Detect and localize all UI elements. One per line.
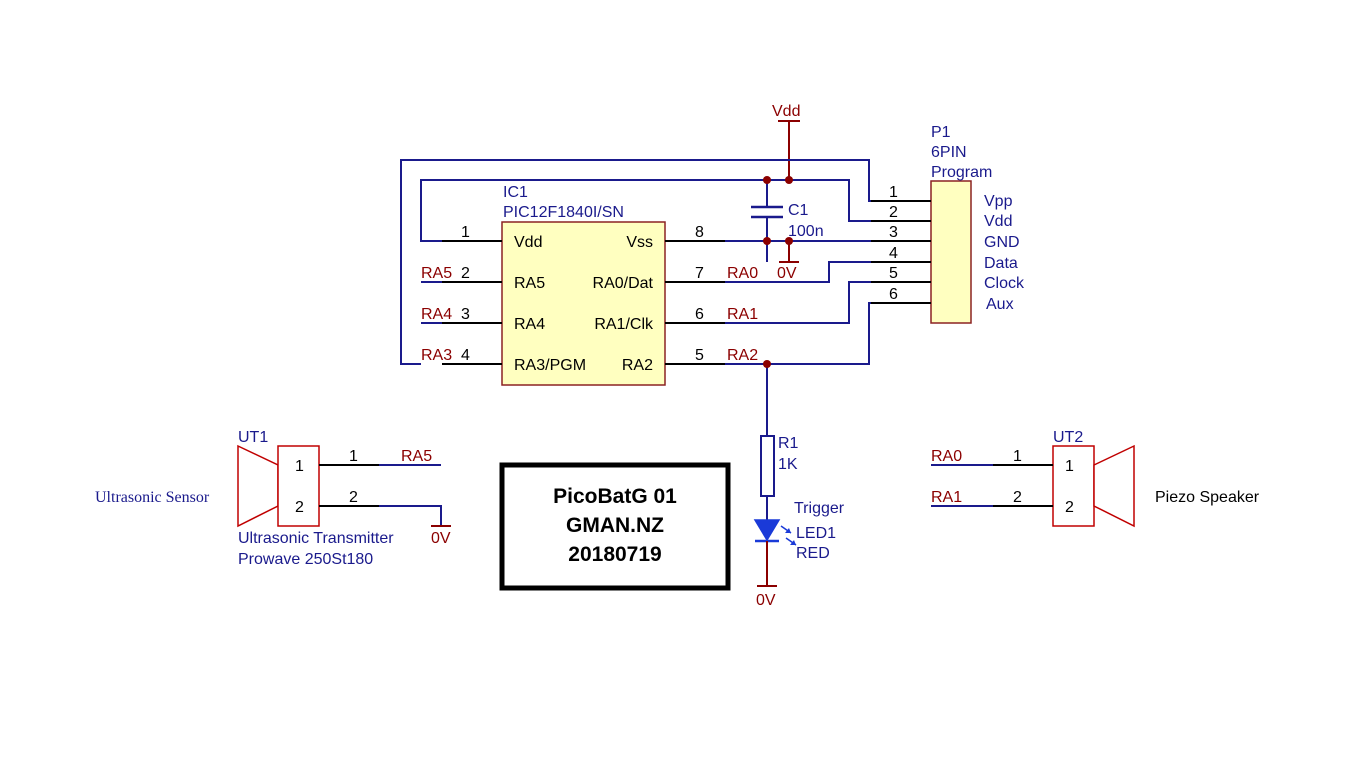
- ut1-desc2: Prowave 250St180: [238, 551, 373, 568]
- ut2-net-label: RA0: [931, 448, 962, 465]
- ut1-horn: [237, 444, 279, 528]
- ut2-side-label: Piezo Speaker: [1155, 489, 1260, 506]
- ut1-ref: UT1: [238, 429, 268, 446]
- ut1-body: [277, 445, 320, 527]
- ic1-pin-name: Vss: [626, 234, 653, 251]
- ut2-ref: UT2: [1053, 429, 1083, 446]
- ic1-pin-name: RA5: [514, 275, 545, 292]
- ic1-pin-num: 2: [461, 265, 470, 282]
- ut1-side-label: Ultrasonic Sensor: [95, 489, 210, 506]
- led1-ref: LED1: [796, 525, 836, 542]
- ut1-gnd-label: 0V: [431, 530, 451, 547]
- led-triangle: [753, 519, 781, 542]
- wires: [400, 159, 931, 436]
- junction-dot: [763, 176, 771, 184]
- ut2-inner-pin: 2: [1065, 499, 1074, 516]
- ut2-net-label: RA1: [931, 489, 962, 506]
- ut1-outer-pin: 1: [349, 448, 358, 465]
- r1-ref: R1: [778, 435, 799, 452]
- ic1-pin-name: RA0/Dat: [593, 275, 654, 292]
- net-label-ra0: RA0: [727, 265, 758, 282]
- ut1-inner-pin: 1: [295, 458, 304, 475]
- net-label-ra1: RA1: [727, 306, 758, 323]
- ic1-pin-name: RA1/Clk: [594, 316, 654, 333]
- r1-resistor: R1 1K: [760, 435, 799, 520]
- p1-pin-name: Vpp: [984, 193, 1013, 210]
- led1-gnd-label: 0V: [756, 592, 776, 609]
- led1-value: RED: [796, 545, 830, 562]
- ut2-inner-pin: 1: [1065, 458, 1074, 475]
- vdd-power-symbol: Vdd: [772, 103, 800, 180]
- ic1-pin-num: 5: [695, 347, 704, 364]
- p1-pin-num: 6: [889, 286, 898, 303]
- p1-pin-num: 4: [889, 245, 898, 262]
- junction-dot: [763, 237, 771, 245]
- led1-label: Trigger: [794, 500, 845, 517]
- ut1-inner-pin: 2: [295, 499, 304, 516]
- ut1-transducer: UT1 1 2 1 2 RA5 0V Ultrasonic Sensor Ult…: [95, 429, 451, 568]
- ic1-pin-num: 8: [695, 224, 704, 241]
- ic1-pin-name: RA3/PGM: [514, 357, 586, 374]
- p1-pin-name: GND: [984, 234, 1020, 251]
- ic1-pin-num: 4: [461, 347, 470, 364]
- ut1-desc1: Ultrasonic Transmitter: [238, 530, 394, 547]
- p1-connector: P1 6PIN Program 1 2 3 4 5 6 Vpp Vdd GND …: [871, 124, 1025, 324]
- ic1-pin-num: 1: [461, 224, 470, 241]
- title-line3: 20180719: [568, 543, 661, 566]
- p1-pin-name: Clock: [984, 275, 1025, 292]
- ut2-horn: [1093, 444, 1135, 528]
- ic1-pin-num: 3: [461, 306, 470, 323]
- p1-pin-num: 2: [889, 204, 898, 221]
- net-label-ra4: RA4: [421, 306, 452, 323]
- junction-dot: [763, 360, 771, 368]
- p1-ref: P1: [931, 124, 951, 141]
- c1-capacitor: C1 100n 0V: [751, 202, 824, 282]
- p1-pin-name: Vdd: [984, 213, 1012, 230]
- ic1-body: [501, 221, 666, 386]
- ut2-outer-pin: 2: [1013, 489, 1022, 506]
- title-line1: PicoBatG 01: [553, 485, 677, 508]
- net-label-ra3: RA3: [421, 347, 452, 364]
- ic1-pin-name: Vdd: [514, 234, 542, 251]
- ut1-outer-pin: 2: [349, 489, 358, 506]
- ic1-component: IC1 PIC12F1840I/SN 1 2 3 4 Vdd RA5 RA4 R…: [421, 184, 758, 386]
- c1-gnd-label: 0V: [777, 265, 797, 282]
- r1-value: 1K: [778, 456, 798, 473]
- p1-pin-num: 5: [889, 265, 898, 282]
- ic1-pin-name: RA2: [622, 357, 653, 374]
- ut2-transducer: UT2 1 2 1 2 RA0 RA1 Piezo Speaker: [931, 429, 1260, 528]
- title-block-frame: [499, 462, 731, 591]
- ic1-pin-name: RA4: [514, 316, 545, 333]
- ic1-ref: IC1: [503, 184, 528, 201]
- title-block: PicoBatG 01 GMAN.NZ 20180719: [499, 462, 731, 591]
- c1-ref: C1: [788, 202, 809, 219]
- ut2-outer-pin: 1: [1013, 448, 1022, 465]
- p1-pin-name: Data: [984, 255, 1018, 272]
- ic1-pin-num: 6: [695, 306, 704, 323]
- net-label-ra5: RA5: [421, 265, 452, 282]
- title-line2: GMAN.NZ: [566, 514, 664, 537]
- p1-pin-num: 1: [889, 184, 898, 201]
- r1-body: [760, 435, 775, 497]
- junction-dot: [785, 176, 793, 184]
- ut1-net-label: RA5: [401, 448, 432, 465]
- p1-pin-name: Aux: [986, 296, 1014, 313]
- c1-value: 100n: [788, 223, 824, 240]
- led1-diode: Trigger LED1 RED 0V: [753, 500, 845, 609]
- vdd-label: Vdd: [772, 103, 800, 120]
- net-label-ra2: RA2: [727, 347, 758, 364]
- p1-body: [930, 180, 972, 324]
- ic1-pin-num: 7: [695, 265, 704, 282]
- p1-pin-num: 3: [889, 224, 898, 241]
- p1-desc: Program: [931, 164, 992, 181]
- ic1-part: PIC12F1840I/SN: [503, 204, 624, 221]
- p1-value: 6PIN: [931, 144, 967, 161]
